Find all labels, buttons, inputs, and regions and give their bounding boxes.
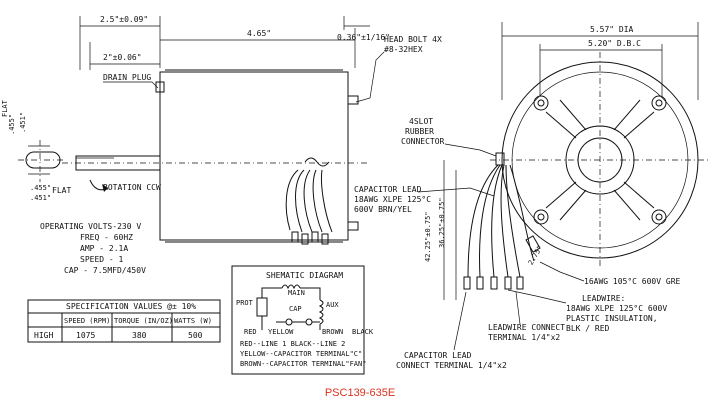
operating-freq: FREQ - 60HZ [80, 233, 133, 242]
ground-lead-label: 16AWG 105°C 600V GRE [584, 277, 681, 286]
spec-title: SPECIFICATION VALUES @± 10% [66, 302, 196, 311]
flat-451-bot: .451" [30, 194, 51, 202]
schematic-main: MAIN [288, 289, 305, 297]
dim-diameter: 5.57" DIA [590, 25, 634, 34]
schematic-aux: AUX [326, 301, 339, 309]
spec-torque-value: 380 [132, 331, 147, 340]
dim-lead-4225: 42.25"±0.75" [424, 211, 432, 262]
schematic-cap: CAP [289, 305, 302, 313]
schematic-brown: BROWN [322, 328, 343, 336]
end-view-leads: 42.25"±0.75" 36.25"±0.75" 2.75" CAPACITO… [354, 160, 681, 370]
schematic-title: SHEMATIC DIAGRAM [266, 271, 343, 280]
dim-bolt-protrusion: 0.36"±1/16" [337, 33, 390, 42]
motor-drawing: 2.5"±0.09" 2"±0.06" 4.65" 0.36"±1/16" HE… [1, 15, 710, 375]
cap-connect-label-2: CONNECT TERMINAL 1/4"x2 [396, 361, 507, 370]
flat-451-top: .451" [19, 112, 27, 133]
flat-455-bot: .455" [30, 184, 51, 192]
head-bolt-label-2: #8-32HEX [384, 45, 423, 54]
slot-label-3: CONNECTOR [401, 137, 445, 146]
schematic-yellow: YELLOW [268, 328, 294, 336]
top-dimensions: 2.5"±0.09" 2"±0.06" 4.65" 0.36"±1/16" HE… [79, 15, 442, 103]
shaft-end-detail: .455" .451" FLAT .455" .451" FLAT [1, 99, 71, 202]
operating-amp: AMP - 2.1A [80, 244, 128, 253]
spec-watts-value: 500 [188, 331, 203, 340]
schematic-red: RED [244, 328, 257, 336]
dim-shaft-to-back: 2.5"±0.09" [100, 15, 148, 24]
operating-cap: CAP - 7.5MFD/450V [64, 266, 146, 275]
leadwire-label-1: LEADWIRE: [582, 294, 625, 303]
slot-label-2: RUBBER [405, 127, 434, 136]
spec-speed-value: 1075 [76, 331, 95, 340]
schematic-prot: PROT [236, 299, 254, 307]
flat-label-bot: FLAT [52, 186, 71, 195]
rotation-label: ROTATION CCW [103, 183, 161, 192]
cap-lead-label-2: 18AWG XLPE 125°C [354, 195, 431, 204]
operating-volts: OPERATING VOLTS-230 V [40, 222, 141, 231]
schematic-legend-2: YELLOW--CAPACITOR TERMINAL"C" [240, 350, 362, 358]
schematic-legend-1: RED--LINE 1 BLACK--LINE 2 [240, 340, 345, 348]
schematic-diagram: SHEMATIC DIAGRAM MAIN AUX PROT CAP RED Y… [231, 265, 374, 375]
drain-plug-label: DRAIN PLUG [103, 73, 151, 82]
leadwire-label-4: BLK / RED [566, 324, 610, 333]
operating-speed: SPEED - 1 [80, 255, 124, 264]
spec-row-label: HIGH [34, 331, 53, 340]
spec-header-torque: TORQUE (IN/OZ) [114, 317, 173, 325]
side-wire-bundle [285, 157, 333, 245]
cap-connect-label-1: CAPACITOR LEAD [404, 351, 472, 360]
motor-end-view: 5.57" DIA 5.20" D.B.C 4SLOT RUBBER CONNE… [401, 22, 710, 268]
dim-lead-3625: 36.25"±0.75" [438, 197, 446, 248]
slot-label-1: 4SLOT [409, 117, 433, 126]
dim-bolt-circle: 5.20" D.B.C [588, 39, 641, 48]
flat-455-top: .455" [8, 114, 16, 135]
schematic-black: BLACK [352, 328, 374, 336]
schematic-legend-3: BROWN--CAPACITOR TERMINAL"FAN" [240, 360, 366, 368]
leadwire-connect-label-2: TERMINAL 1/4"x2 [488, 333, 560, 342]
operating-data: OPERATING VOLTS-230 V FREQ - 60HZ AMP - … [40, 222, 146, 275]
cap-lead-label-1: CAPACITOR LEAD [354, 185, 422, 194]
flat-label-top: FLAT [1, 99, 9, 117]
spec-header-speed: SPEED (RPM) [64, 317, 110, 325]
cap-lead-label-3: 600V BRN/YEL [354, 205, 412, 214]
model-number: PSC139-635E [324, 387, 396, 399]
motor-side-view: DRAIN PLUG ROTATION CCW [62, 69, 370, 245]
dim-shaft-to-drain: 2"±0.06" [103, 53, 142, 62]
leadwire-label-2: 18AWG XLPE 125°C 600V [566, 304, 667, 313]
dim-body-length: 4.65" [247, 29, 271, 38]
leadwire-connect-label-1: LEADWIRE CONNECT [488, 323, 565, 332]
spec-header-watts: WATTS (W) [174, 317, 212, 325]
head-bolt-label-1: HEAD BOLT 4X [384, 35, 442, 44]
spec-table: SPECIFICATION VALUES @± 10% SPEED (RPM) … [27, 299, 221, 343]
leadwire-label-3: PLASTIC INSULATION, [566, 314, 658, 323]
